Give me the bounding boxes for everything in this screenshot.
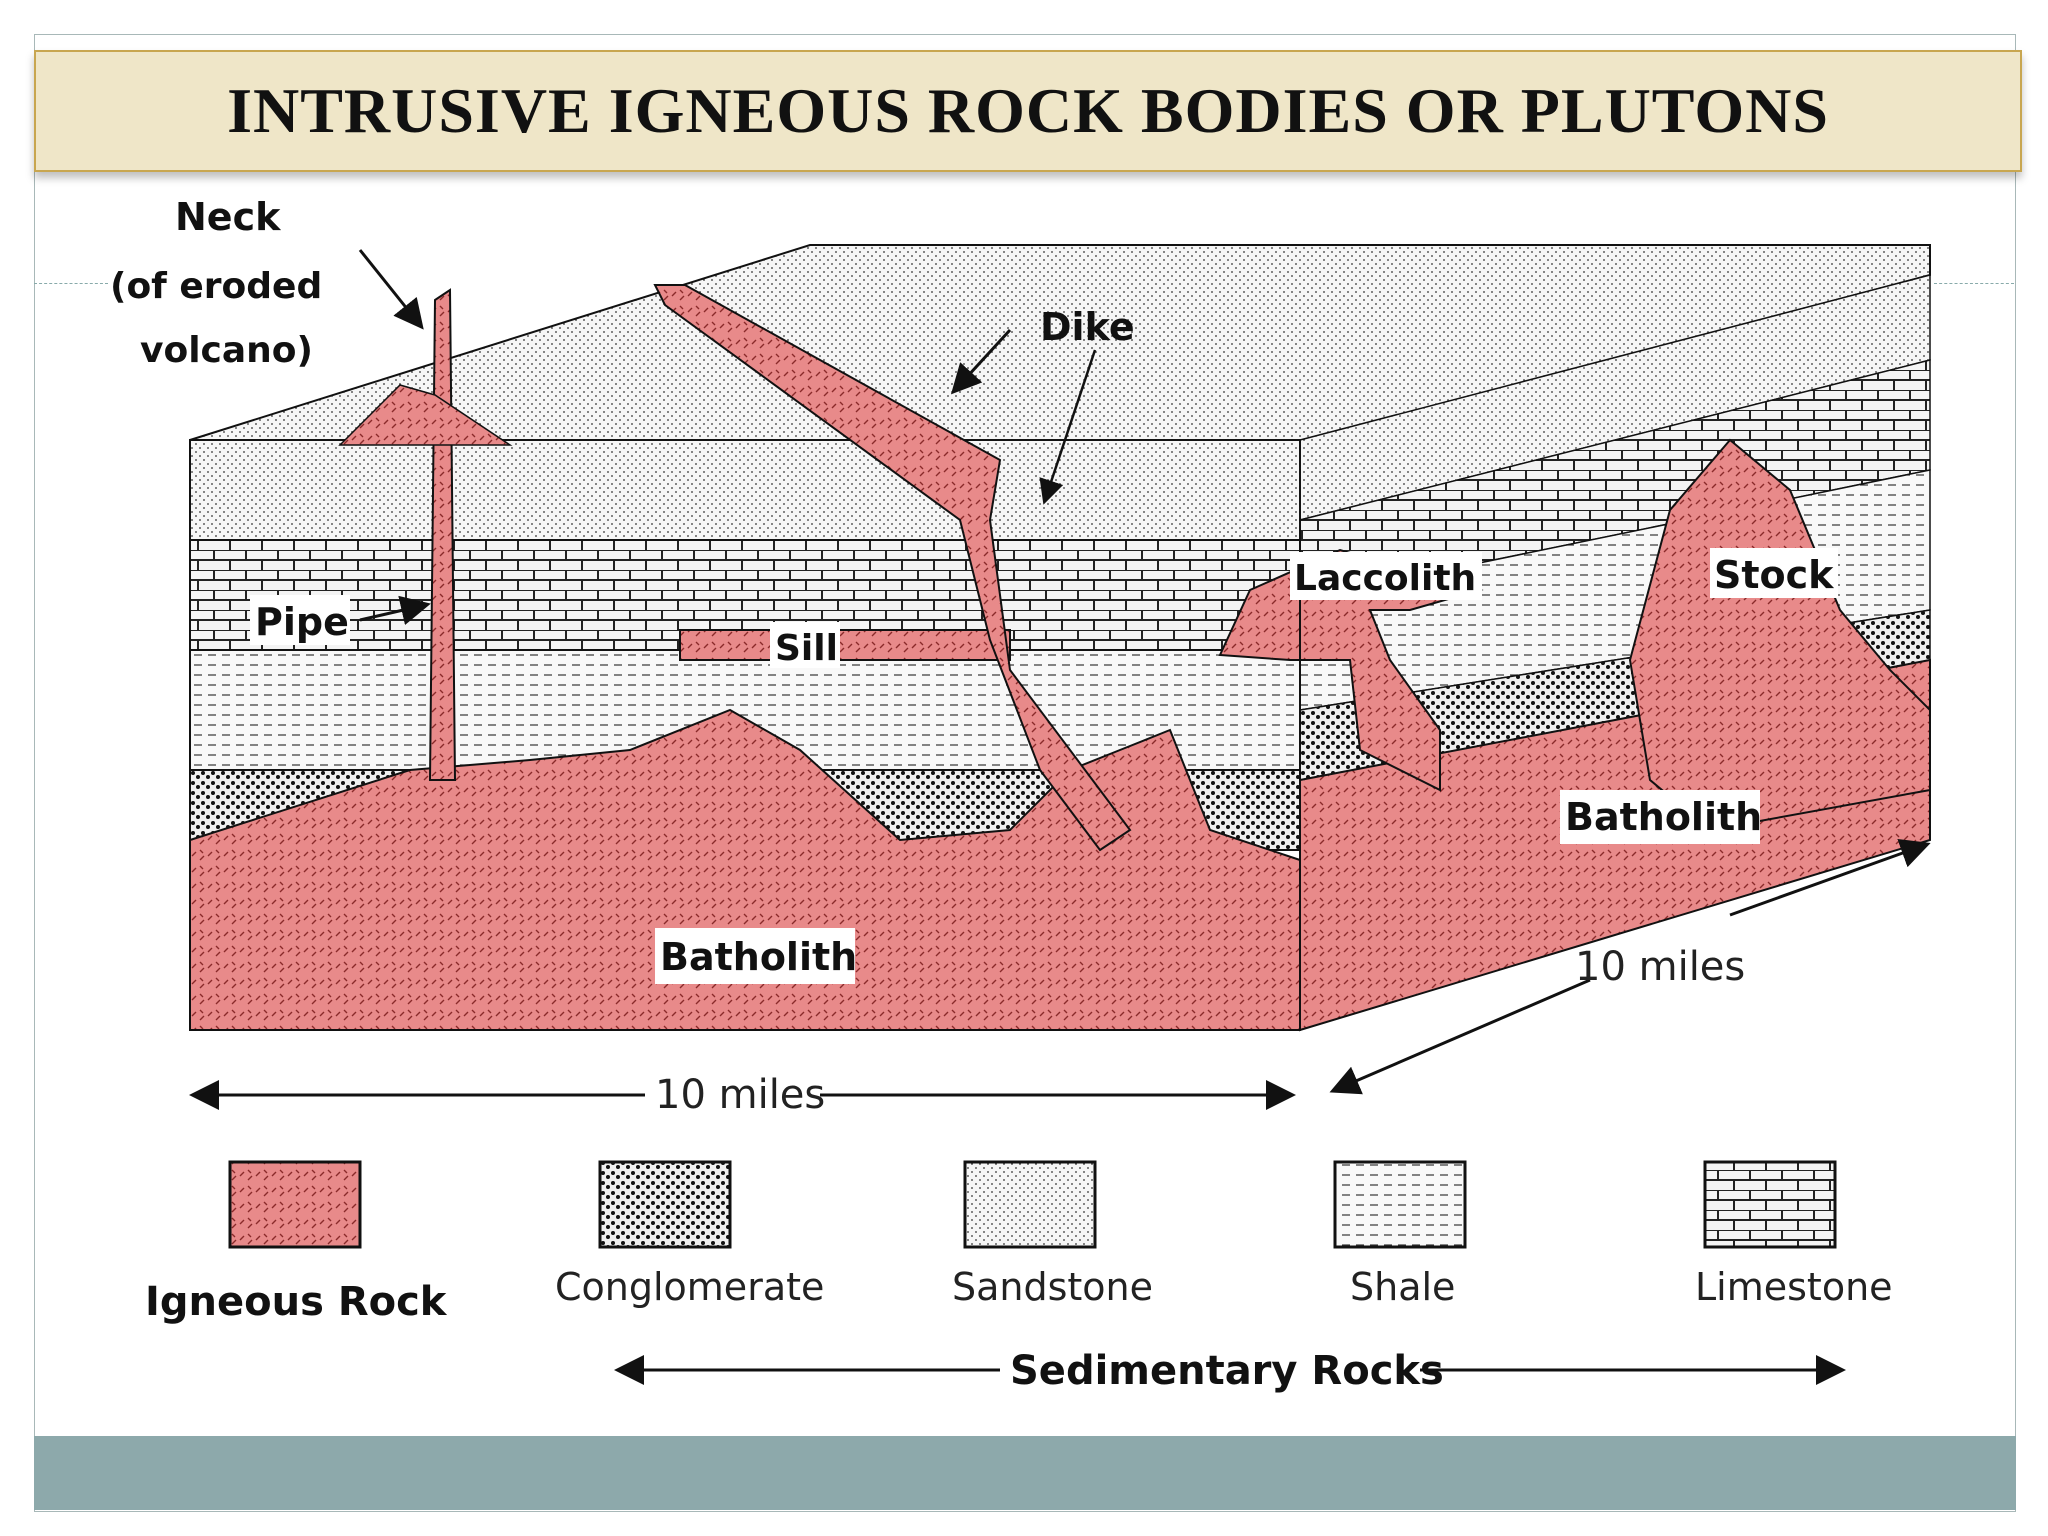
title-banner: INTRUSIVE IGNEOUS ROCK BODIES OR PLUTONS xyxy=(34,50,2022,172)
batholith-front-bg xyxy=(655,928,855,984)
sill xyxy=(679,629,1011,661)
label-stock: Stock xyxy=(1714,553,1834,597)
label-neck: Neck xyxy=(175,195,281,239)
sill-label-bg xyxy=(770,622,840,668)
dike-arrow-2 xyxy=(1039,349,1097,505)
sill-label-group: Sill xyxy=(770,622,840,669)
legend-swatch-limestone xyxy=(1703,1160,1837,1249)
dashed-guide-right xyxy=(1934,283,2014,284)
label-laccolith: Laccolith xyxy=(1294,558,1476,599)
laccolith-label-bg xyxy=(1290,552,1482,600)
dike xyxy=(653,284,1132,852)
label-sedimentary-rocks: Sedimentary Rocks xyxy=(1010,1348,1444,1394)
label-scale-front: 10 miles xyxy=(655,1072,825,1118)
dike-arrow-1 xyxy=(950,328,1012,395)
legend-label-limestone: Limestone xyxy=(1695,1265,1893,1309)
label-pipe: Pipe xyxy=(255,600,349,644)
legend-label-conglomerate: Conglomerate xyxy=(555,1265,824,1309)
label-dike: Dike xyxy=(1040,305,1135,349)
stock-label-bg xyxy=(1710,548,1838,598)
pipe xyxy=(428,288,457,781)
legend-label-shale: Shale xyxy=(1350,1265,1455,1309)
dashed-guide-left xyxy=(34,283,108,284)
label-batholith-front: Batholith xyxy=(660,935,857,979)
stock-label-group: Stock xyxy=(1710,548,1838,598)
legend-label-igneous: Igneous Rock xyxy=(145,1279,448,1325)
label-neck-sub1: (of eroded xyxy=(110,266,322,307)
label-scale-side: 10 miles xyxy=(1575,944,1745,990)
batholith-side-bg xyxy=(1560,790,1760,844)
legend-swatch-sandstone xyxy=(963,1160,1097,1249)
label-sill: Sill xyxy=(775,628,838,669)
legend-swatch-igneous xyxy=(228,1160,362,1249)
pluton-diagram: Neck (of eroded volcano) Dike Pipe Sill … xyxy=(110,195,1931,1394)
legend-swatch-conglomerate xyxy=(598,1160,732,1249)
neck-arrow xyxy=(358,249,424,330)
legend: Igneous Rock Conglomerate Sandstone Shal… xyxy=(145,1160,1893,1394)
front-sandstone xyxy=(189,439,1301,541)
label-neck-sub2: volcano) xyxy=(140,330,313,371)
neck-label-group: Neck (of eroded volcano) xyxy=(110,195,424,371)
footer-bar xyxy=(34,1436,2016,1510)
pipe-label-group: Pipe xyxy=(250,595,431,645)
label-batholith-side: Batholith xyxy=(1565,795,1762,839)
batholith-front-label-group: Batholith xyxy=(655,928,857,984)
scale-side: 10 miles xyxy=(1329,838,1931,1095)
pipe-arrow xyxy=(359,595,431,626)
scale-front: 10 miles xyxy=(189,1072,1296,1118)
legend-label-sandstone: Sandstone xyxy=(952,1265,1153,1309)
neck-cone xyxy=(338,384,513,446)
dike-label-group: Dike xyxy=(950,305,1135,505)
slide-title: INTRUSIVE IGNEOUS ROCK BODIES OR PLUTONS xyxy=(227,75,1829,146)
scale-side-line-down xyxy=(1329,978,1591,1095)
batholith-side-label-group: Batholith xyxy=(1560,790,1762,844)
pipe-label-bg xyxy=(250,595,350,645)
scale-side-line-up xyxy=(1729,838,1931,917)
laccolith-label-group: Laccolith xyxy=(1290,552,1482,600)
legend-swatch-shale xyxy=(1333,1160,1467,1249)
